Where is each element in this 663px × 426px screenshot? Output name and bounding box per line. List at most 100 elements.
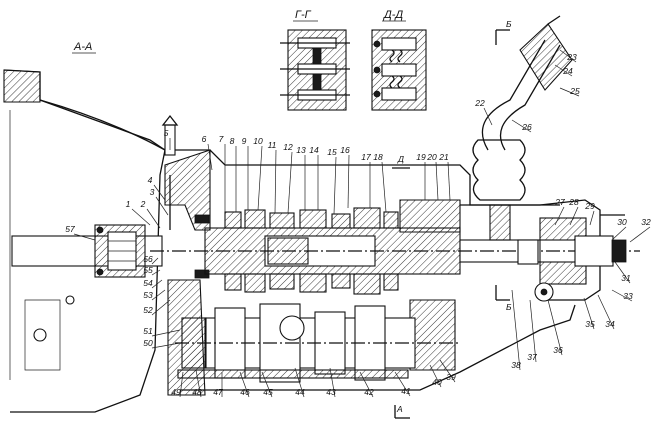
callout-label-38: 38 [511,360,521,370]
svg-text:Б: Б [506,302,512,312]
callout-leader-33 [611,289,633,302]
callout-leader-41 [394,371,411,397]
callout-leader-3 [155,196,169,216]
callout-label-52: 52 [143,305,153,315]
callout-label-53: 53 [143,290,153,300]
callout-leader-18 [381,161,387,213]
callout-leader-50 [151,342,181,349]
callout-leader-16 [347,154,350,209]
callout-label-18: 18 [373,152,383,162]
callout-label-33: 33 [623,291,633,301]
callout-label-17: 17 [361,152,371,162]
callout-leader-45 [261,371,273,398]
input-shaft [11,224,163,278]
callout-label-32: 32 [641,217,651,227]
callout-label-55: 55 [143,265,153,275]
callout-leader-21 [447,161,451,201]
callout-label-56: 56 [143,254,153,264]
svg-text:Д: Д [397,154,404,164]
callout-label-10: 10 [253,136,263,146]
callout-label-28: 28 [568,197,579,207]
callout-label-8: 8 [230,136,235,146]
callout-leader-39 [439,359,456,383]
rear-housing [517,199,627,302]
callout-leader-4 [153,184,166,201]
section-mark-b-bottom: Б [495,285,512,312]
counter-shaft [175,303,460,383]
callout-leader-43 [329,367,336,398]
callout-leader-46 [239,371,250,398]
callout-label-37: 37 [527,352,537,362]
callout-label-23: 23 [566,52,577,62]
callout-leader-40 [429,364,442,388]
callout-leader-30 [611,226,627,241]
callout-label-40: 40 [432,377,442,387]
callout-leader-2 [146,208,161,229]
callout-leader-54 [151,279,163,289]
callout-leader-35 [583,297,595,330]
callout-label-27: 27 [554,197,565,207]
callout-leader-36 [547,299,563,356]
callout-label-22: 22 [474,98,485,108]
svg-text:А: А [396,404,403,414]
callout-label-48: 48 [192,387,202,397]
callout-leaders [73,49,651,398]
callout-leader-38 [511,289,521,371]
callout-label-3: 3 [150,187,155,197]
callout-label-16: 16 [340,145,350,155]
callout-leader-42 [359,371,374,398]
callout-leader-25 [559,87,580,97]
callout-leader-52 [151,299,171,316]
callout-leader-23 [559,49,577,63]
callout-label-2: 2 [140,199,146,209]
callout-label-5: 5 [164,128,169,138]
clutch-housing [3,69,166,413]
callout-label-4: 4 [148,175,153,185]
callout-label-36: 36 [553,345,563,355]
callout-label-12: 12 [283,142,293,152]
callout-leader-27 [554,206,565,226]
callout-label-35: 35 [585,319,595,329]
callout-leader-29 [589,210,595,226]
callout-leader-22 [483,107,493,126]
section-title-d: Д-Д [382,9,403,21]
upper-gears [224,207,399,295]
callout-label-41: 41 [401,386,411,396]
section-title-g: Г-Г [295,9,312,21]
callout-label-20: 20 [426,152,437,162]
callout-leader-37 [529,299,537,363]
callout-leader-51 [151,329,181,337]
callout-leader-53 [151,289,166,301]
callout-label-47: 47 [213,387,223,397]
callout-leader-31 [614,261,631,284]
callout-label-44: 44 [295,387,305,397]
callout-leader-28 [569,206,579,226]
callout-leader-55 [151,269,161,276]
callout-leader-44 [294,367,305,398]
callout-label-57: 57 [65,224,75,234]
section-mark-d: Д [392,154,410,169]
callout-leader-49 [179,371,184,398]
section-mark-b-top: Б [495,19,512,45]
callout-label-42: 42 [364,387,374,397]
callout-leader-6 [207,143,213,171]
callout-label-29: 29 [584,201,595,211]
callout-leader-48 [195,369,202,398]
callout-label-30: 30 [617,217,627,227]
callout-label-39: 39 [446,372,456,382]
callout-label-46: 46 [240,387,250,397]
callout-leader-11 [274,149,277,214]
section-title-main: А-А [73,41,92,53]
callout-label-50: 50 [143,338,153,348]
callout-label-26: 26 [521,122,532,132]
callout-label-21: 21 [438,152,449,162]
callout-leader-15 [333,156,337,215]
section-g-inset [280,29,350,111]
callout-label-54: 54 [143,278,153,288]
svg-text:Б: Б [506,19,512,29]
callout-label-9: 9 [242,136,247,146]
callout-leader-1 [131,208,151,226]
callout-leader-10 [257,145,263,211]
